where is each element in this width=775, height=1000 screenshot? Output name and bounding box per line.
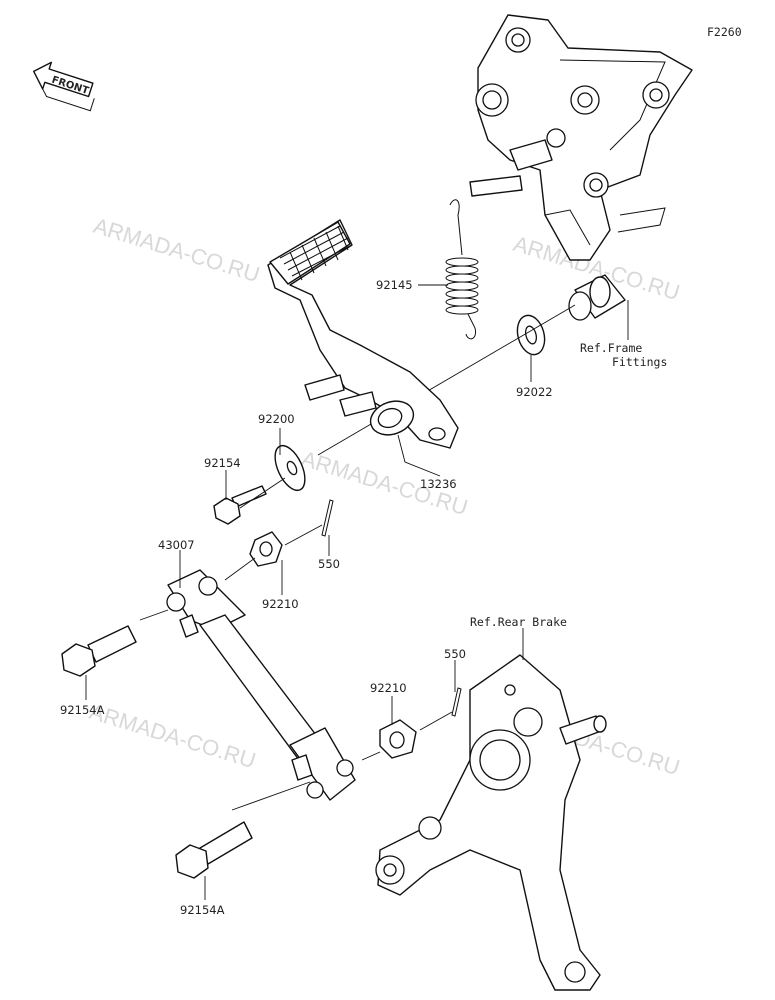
cotter-pin-lower	[451, 687, 462, 717]
label-92210-lower: 92210	[370, 681, 407, 695]
label-92200: 92200	[258, 412, 295, 426]
washer-92022	[516, 314, 546, 356]
diagram-code: F2260	[707, 25, 742, 39]
bolt-92154	[213, 485, 267, 525]
label-ref-frame-line2: Fittings	[612, 355, 667, 369]
assembly-line-5	[224, 557, 256, 581]
watermark-1: ARMADA-CO.RU	[91, 213, 263, 287]
pivot-pin	[568, 274, 626, 321]
bushing-13236	[369, 400, 415, 436]
assembly-line-3	[361, 751, 381, 761]
bolt-92154A-lower	[175, 821, 253, 879]
label-92022: 92022	[516, 385, 553, 399]
frame-bracket	[469, 14, 693, 261]
label-550-lower: 550	[444, 647, 466, 661]
pivot-axis-line	[317, 304, 576, 456]
label-ref-rear-brake: Ref.Rear Brake	[470, 615, 567, 629]
return-spring	[445, 199, 479, 340]
label-550-upper: 550	[318, 557, 340, 571]
assembly-line-4	[419, 711, 453, 731]
brake-rod-43007	[166, 569, 356, 801]
leader-13236	[397, 434, 441, 477]
label-92154A-lower: 92154A	[180, 903, 225, 917]
label-13236: 13236	[420, 477, 457, 491]
label-92145: 92145	[376, 278, 413, 292]
assembly-line-7	[239, 477, 286, 509]
label-43007: 43007	[158, 538, 195, 552]
label-92154: 92154	[204, 456, 241, 470]
assembly-line-6	[284, 524, 323, 546]
label-92154A-upper: 92154A	[60, 703, 105, 717]
nut-92210-upper	[249, 531, 283, 567]
label-92210-upper: 92210	[262, 597, 299, 611]
pedal-tread-grid	[279, 225, 351, 281]
assembly-line-2	[231, 781, 311, 811]
brake-pedal	[267, 219, 459, 449]
front-arrow-icon: FRONT	[32, 61, 95, 112]
rear-brake-bracket	[375, 654, 607, 991]
label-ref-frame-line1: Ref.Frame	[580, 341, 642, 355]
bolt-92154A-upper	[61, 625, 137, 677]
assembly-line-1	[139, 609, 169, 621]
watermark-4: ARMADA-CO.RU	[87, 699, 259, 773]
nut-92210-lower	[379, 719, 417, 759]
cotter-pin-upper	[321, 499, 334, 537]
